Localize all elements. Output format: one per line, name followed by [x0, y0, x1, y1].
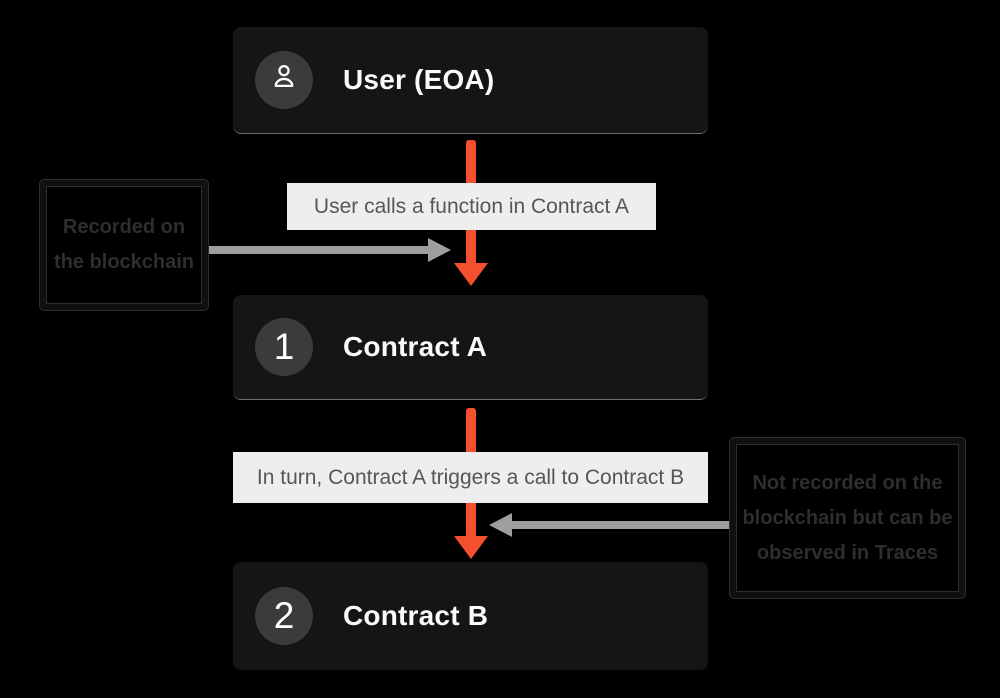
note-recorded-on-blockchain: Recorded on the blockchain — [40, 180, 208, 310]
user-icon — [268, 59, 300, 101]
node-user-eoa: User (EOA) — [233, 27, 708, 134]
note-not-recorded-traces: Not recorded on the blockchain but can b… — [730, 438, 965, 598]
arrow-user-to-a-head-icon — [454, 263, 488, 286]
node-title-contract-b: Contract B — [343, 600, 489, 631]
step-badge-1: 1 — [255, 318, 313, 376]
node-contract-a: 1 Contract A — [233, 295, 708, 400]
step-badge-2: 2 — [255, 587, 313, 645]
node-title-contract-a: Contract A — [343, 331, 488, 362]
user-avatar-circle — [255, 51, 313, 109]
node-contract-b: 2 Contract B — [233, 562, 708, 670]
note-pointer-right-arrow-icon — [428, 238, 451, 262]
arrow-a-to-b-head-icon — [454, 536, 488, 559]
note-pointer-left-line — [209, 246, 429, 254]
edge-label-contract-a-triggers: In turn, Contract A triggers a call to C… — [233, 452, 708, 503]
note-pointer-right-line — [511, 521, 730, 529]
node-title-user: User (EOA) — [343, 64, 495, 95]
edge-label-user-calls: User calls a function in Contract A — [287, 183, 656, 230]
note-pointer-left-arrow-icon — [489, 513, 512, 537]
